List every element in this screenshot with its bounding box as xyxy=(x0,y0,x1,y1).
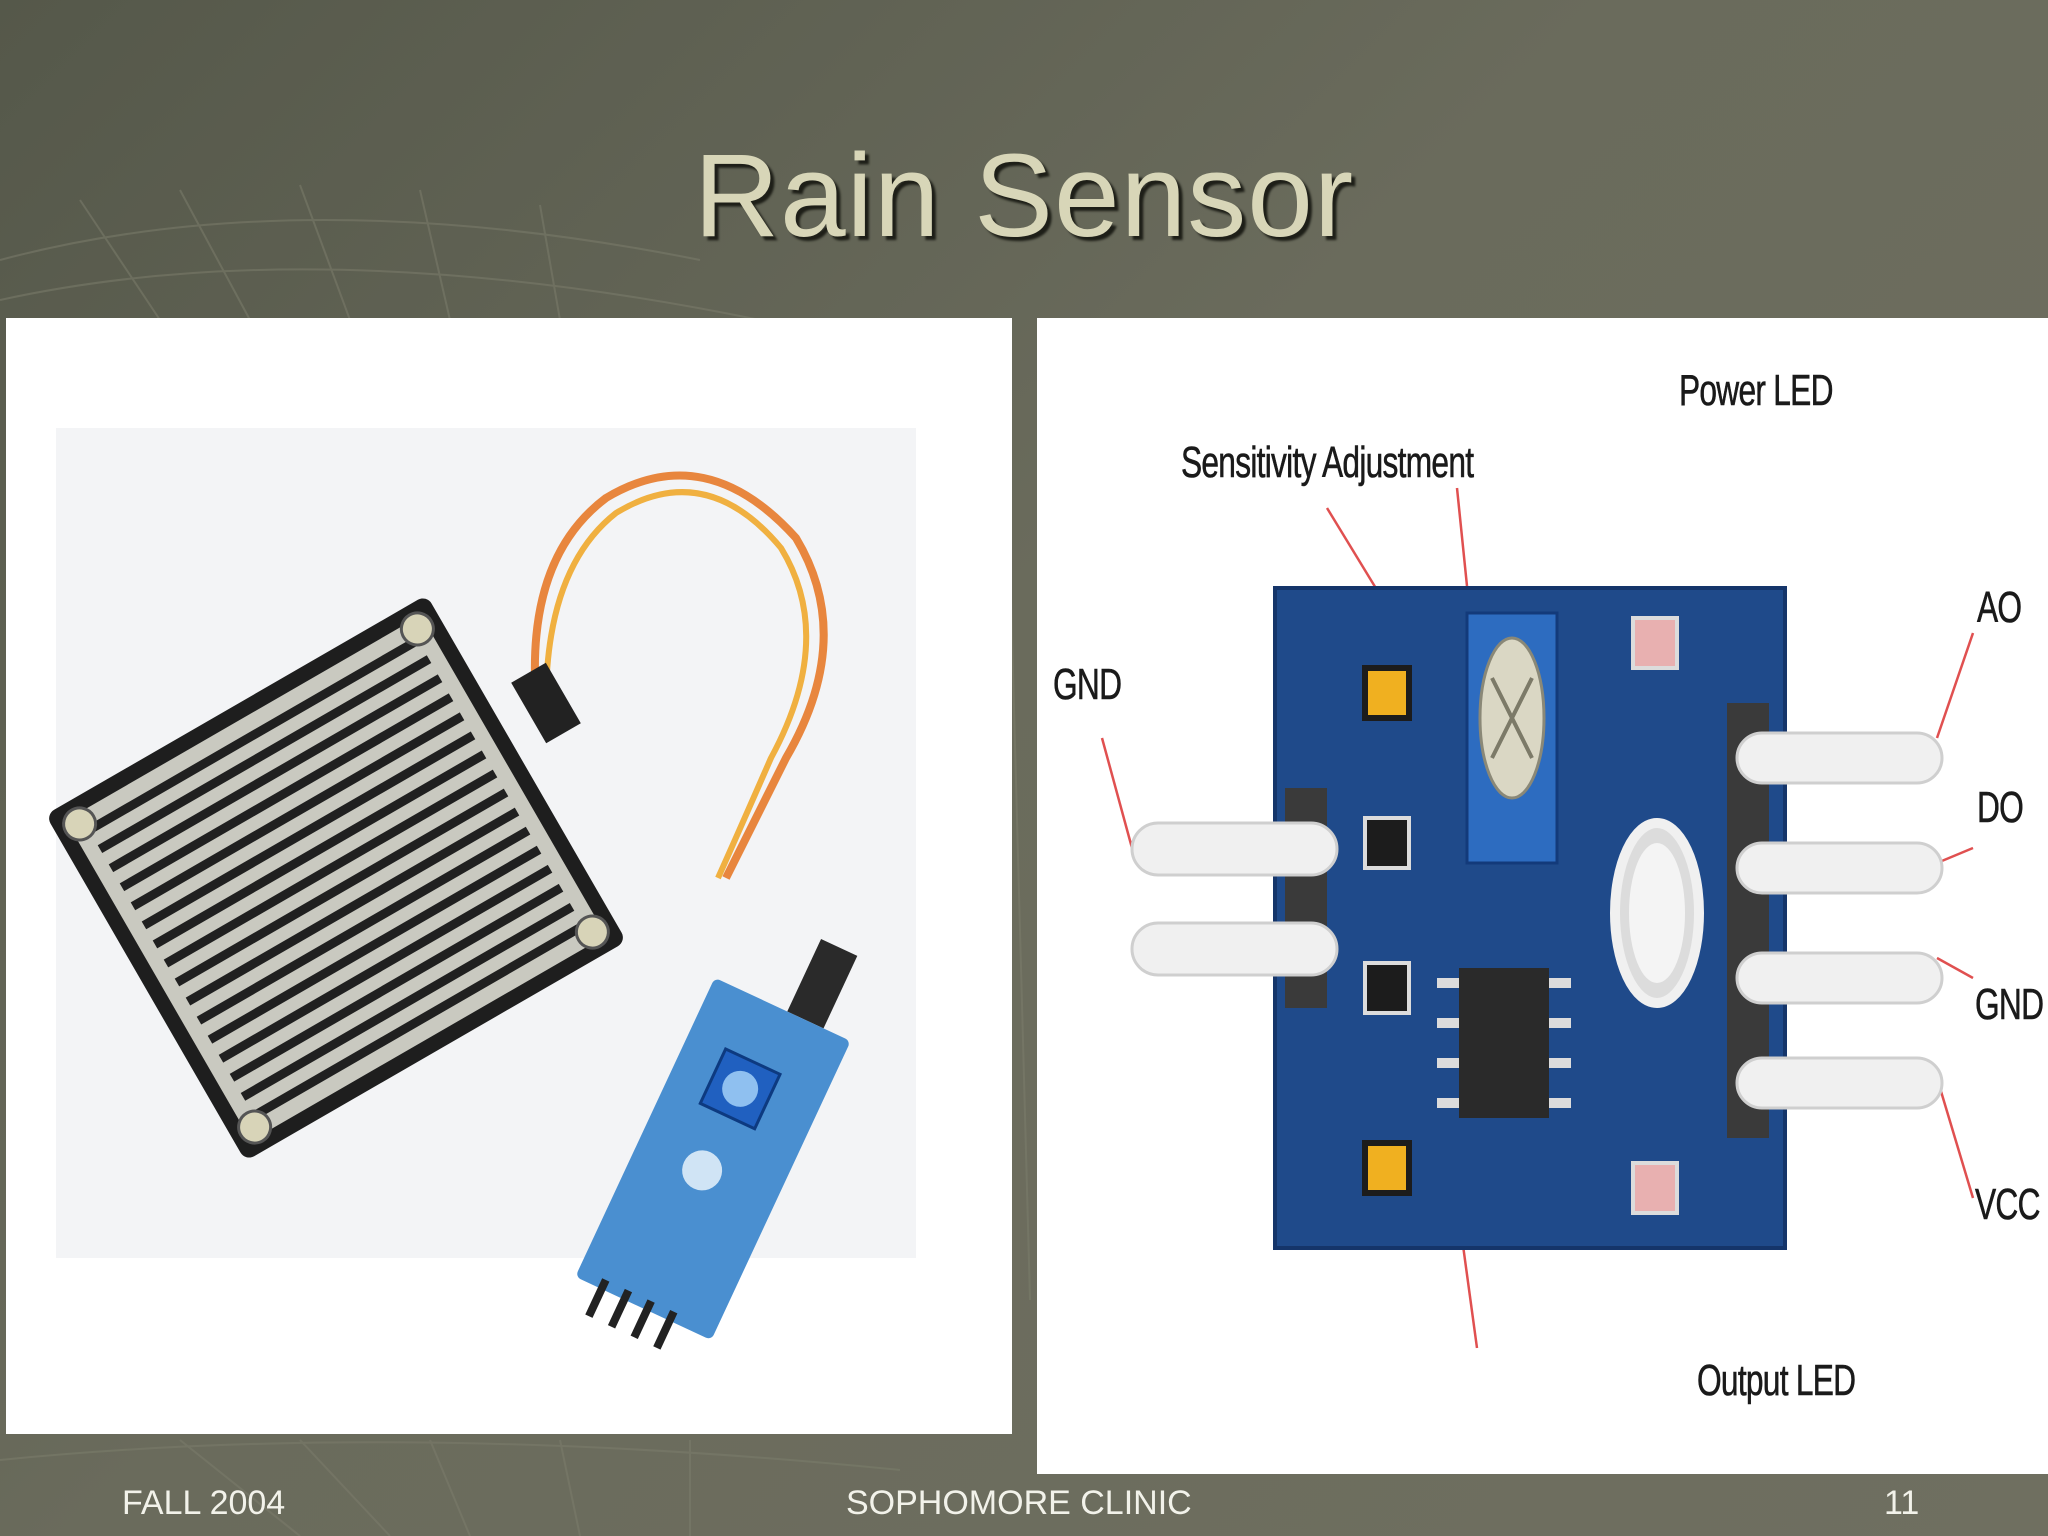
label-ao: AO xyxy=(1977,583,2022,633)
footer-page-number: 11 xyxy=(1884,1484,1920,1522)
label-sensitivity-adjustment: Sensitivity Adjustment xyxy=(1181,438,1474,488)
line-sensitivity xyxy=(1325,507,1379,591)
slide-title: Rain Sensor xyxy=(693,130,1355,262)
line-ao xyxy=(1935,632,1975,739)
rain-sensor-photo xyxy=(6,318,1012,1434)
footer-date: FALL 2004 xyxy=(122,1484,286,1522)
footer-course: SOPHOMORE CLINIC xyxy=(846,1484,1192,1522)
label-gnd-right: GND xyxy=(1975,980,2044,1030)
line-output-led xyxy=(1460,1237,1479,1349)
line-vcc xyxy=(1935,1077,1975,1199)
line-power-led xyxy=(1455,487,1469,587)
line-gnd-left xyxy=(1100,737,1134,849)
label-power-led: Power LED xyxy=(1679,366,1834,416)
label-gnd-left: GND xyxy=(1053,660,1122,710)
line-gnd-right xyxy=(1936,956,1974,980)
label-vcc: VCC xyxy=(1975,1180,2041,1230)
label-output-led: Output LED xyxy=(1697,1356,1856,1406)
line-do xyxy=(1936,846,1974,865)
module-board-illustration xyxy=(1100,487,1975,1349)
label-do: DO xyxy=(1977,783,2024,833)
sensor-module-diagram: Power LED Sensitivity Adjustment GND AO … xyxy=(1037,318,2048,1474)
